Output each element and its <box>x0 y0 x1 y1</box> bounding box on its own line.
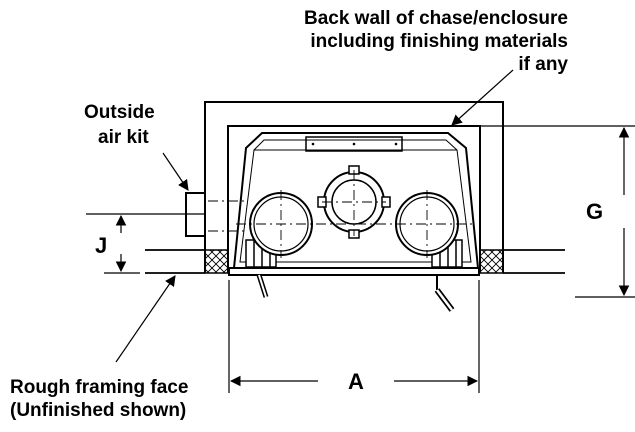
dimension-label-g: G <box>586 199 603 224</box>
label-outside-air-line2: air kit <box>98 127 149 148</box>
base-plate <box>228 267 480 276</box>
dimension-label-a: A <box>348 369 364 394</box>
label-rough-framing-line1: Rough framing face <box>10 377 188 398</box>
rough-framing-lines <box>145 249 565 274</box>
label-rough-framing-line2: (Unfinished shown) <box>10 400 186 421</box>
dimension-g <box>480 125 635 298</box>
dimension-label-j: J <box>95 233 107 258</box>
label-back-wall-line1: Back wall of chase/enclosure <box>304 8 568 29</box>
label-outside-air-line1: Outside <box>84 102 155 123</box>
label-back-wall-line3: if any <box>518 54 568 75</box>
dimension-a <box>228 280 480 393</box>
dimension-j <box>86 213 205 274</box>
damper-handles <box>256 274 455 312</box>
center-lines <box>208 170 472 258</box>
insulation-blocks <box>204 249 504 274</box>
chase-enclosure <box>204 101 504 273</box>
label-back-wall-line2: including finishing materials <box>310 31 568 52</box>
leader-lines <box>115 69 514 363</box>
